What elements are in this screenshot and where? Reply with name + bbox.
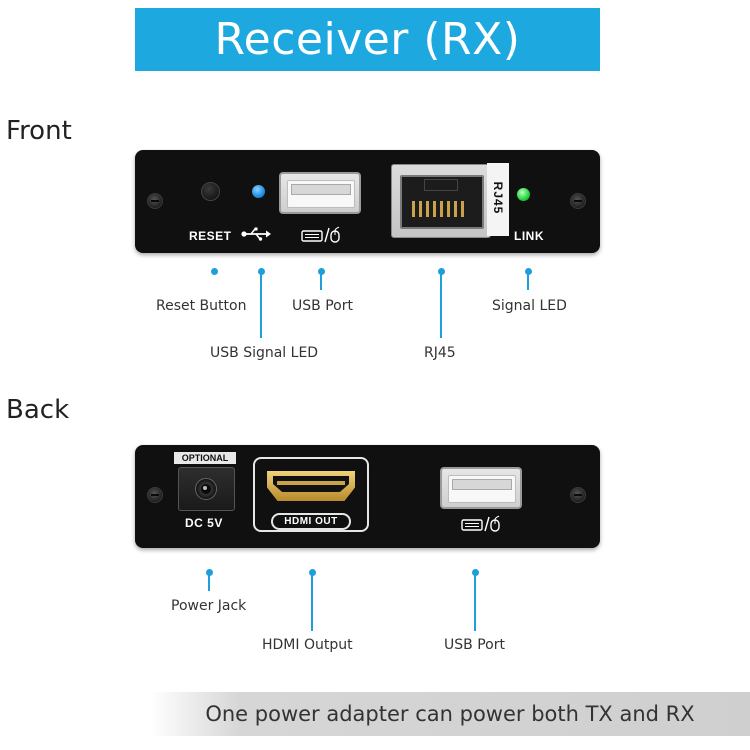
screw-icon [570,193,586,209]
keyboard-mouse-icon [301,226,341,248]
usb-port-back[interactable] [440,467,522,509]
rj45-panel-label: RJ45 [491,181,505,215]
callout-hdmi-output: HDMI Output [262,637,353,653]
hdmi-out-badge: HDMI OUT [271,513,351,530]
callout-dot [318,268,325,275]
callout-line [311,573,313,631]
dc-label: DC 5V [185,516,223,530]
hdmi-frame [253,457,369,532]
callout-dot [211,268,218,275]
callout-line [527,272,529,290]
usb-port[interactable] [279,172,361,214]
usb-symbol-icon [241,226,271,246]
callout-reset-button: Reset Button [156,298,247,314]
callout-usb-signal-led: USB Signal LED [210,345,319,361]
callout-dot [472,569,479,576]
rj45-port[interactable] [391,164,491,238]
reset-label: RESET [189,229,232,243]
link-label: LINK [514,229,544,243]
front-heading: Front [6,116,72,146]
callout-power-jack: Power Jack [171,598,247,614]
hdmi-out-label: HDMI OUT [284,516,338,527]
callout-line [260,272,262,338]
usb-signal-led [252,185,265,198]
power-jack[interactable] [178,467,235,511]
callout-line [440,272,442,338]
callout-dot [258,268,265,275]
back-heading: Back [6,395,70,425]
callout-usb-port-back: USB Port [444,637,505,653]
callout-usb-port: USB Port [292,298,353,314]
callout-signal-led: Signal LED [492,298,567,314]
callout-dot [438,268,445,275]
banner-title: Receiver (RX) [135,8,600,71]
screw-icon [147,193,163,209]
callout-line [320,272,322,290]
screw-icon [570,487,586,503]
callout-dot [309,569,316,576]
callout-rj45: RJ45 [424,345,456,361]
footer-note: One power adapter can power both TX and … [150,692,750,736]
link-led [517,188,530,201]
reset-button[interactable] [201,182,220,201]
callout-dot [206,569,213,576]
callout-line [474,573,476,631]
optional-label: OPTIONAL [174,452,236,464]
front-panel: RESET RJ45 [135,150,600,253]
keyboard-mouse-icon [461,515,501,537]
screw-icon [147,487,163,503]
rj45-label-strip: RJ45 [487,163,509,236]
callout-line [208,573,210,591]
back-panel: OPTIONAL DC 5V HDMI OUT [135,445,600,548]
callout-dot [525,268,532,275]
